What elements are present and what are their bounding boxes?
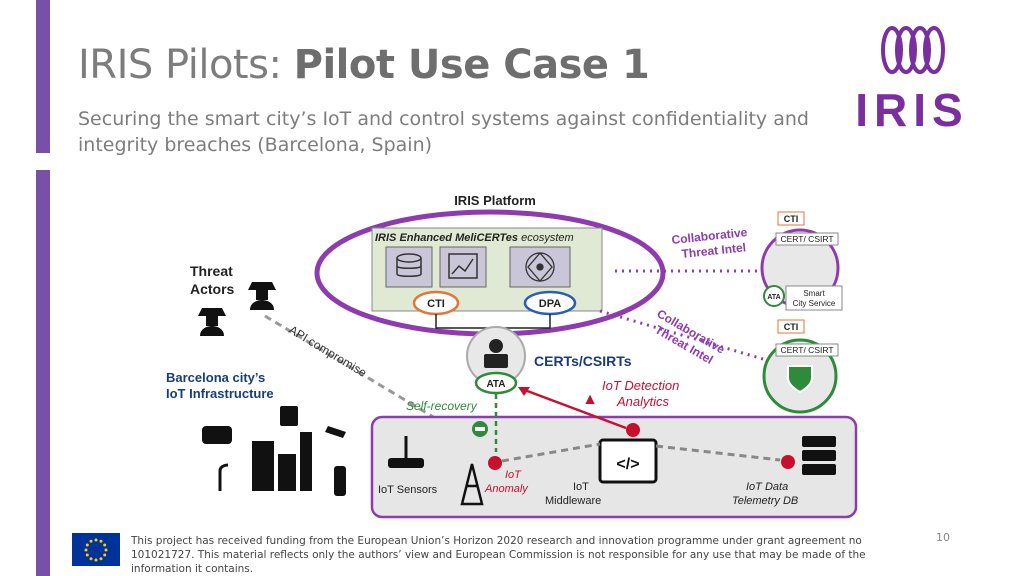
platform-title: IRIS Platform xyxy=(454,193,536,208)
database-icon-box xyxy=(385,246,433,288)
data-flow-arrow-2 xyxy=(655,444,781,462)
cti-connector xyxy=(435,314,496,329)
iot-anomaly-line2: Anomaly xyxy=(484,483,529,495)
partner-top-ata xyxy=(763,285,785,307)
ecosystem-label: IRIS Enhanced MeliCERTes ecosystem xyxy=(375,232,574,244)
shield-icon xyxy=(787,365,813,394)
iot-data-line1: IoT Data xyxy=(746,481,788,493)
logo-ring-2 xyxy=(895,26,917,74)
bus-icon xyxy=(202,426,232,444)
page-number: 10 xyxy=(936,531,950,544)
certs-label: CERTs/CSIRTs xyxy=(534,353,632,369)
analytics-icon xyxy=(448,253,478,279)
database-icon xyxy=(396,253,422,277)
analyst-icon xyxy=(484,339,508,368)
logo-ring-1 xyxy=(881,26,903,74)
dpa-label: DPA xyxy=(539,298,561,310)
accent-bar-top xyxy=(36,0,50,153)
partner-top-ata-label: ATA xyxy=(767,294,780,301)
detection-line2: Analytics xyxy=(616,394,670,409)
city-icons xyxy=(202,406,346,496)
smart-city-line2: City Service xyxy=(793,299,836,308)
iot-middleware-line2: Middleware xyxy=(545,495,601,507)
threat-actors-line1: Threat xyxy=(190,263,233,279)
network-icon xyxy=(525,252,555,282)
api-compromise-label: API compromise xyxy=(286,323,369,381)
collab-top-line2: Threat Intel xyxy=(681,240,747,261)
street-lamp-icon xyxy=(218,463,229,491)
middleware-code-icon: </> xyxy=(616,456,639,473)
barcelona-line1: Barcelona city’s xyxy=(166,370,265,385)
cti-label: CTI xyxy=(427,298,445,310)
buildings-icon xyxy=(252,441,274,491)
logo-text: IRIS xyxy=(855,84,968,133)
smart-city-line1: Smart xyxy=(803,289,825,298)
anomaly-dot xyxy=(488,456,502,470)
traffic-light-icon xyxy=(334,466,346,496)
analytics-icon-box xyxy=(439,246,487,288)
iot-sensor-icon xyxy=(388,436,424,468)
server-icon xyxy=(802,436,836,475)
logo-ring-3 xyxy=(909,26,931,74)
pilot-diagram: IRIS Platform IRIS Enhanced MeliCERTes e… xyxy=(166,193,858,519)
display-icon xyxy=(280,406,298,426)
ata-label: ATA xyxy=(486,379,505,390)
page-subtitle: Securing the smart city’s IoT and contro… xyxy=(78,108,809,156)
funding-disclaimer: This project has received funding from t… xyxy=(131,535,866,575)
accent-bar-bottom xyxy=(36,170,50,576)
data-flow-arrow-1 xyxy=(501,442,601,463)
middleware-dot xyxy=(626,423,640,437)
middleware-icon xyxy=(598,438,658,484)
ecosystem-label-bold: IRIS Enhanced MeliCERTes xyxy=(375,232,518,244)
page-title: IRIS Pilots: Pilot Use Case 1 xyxy=(78,42,650,88)
detection-line1: IoT Detection xyxy=(602,378,679,393)
partner-top-cert: CERT/ CSIRT xyxy=(780,234,833,244)
telemetry-dot xyxy=(781,455,795,469)
title-bold: Pilot Use Case 1 xyxy=(293,42,650,88)
title-prefix: IRIS Pilots: xyxy=(78,42,294,88)
partner-top-cti: CTI xyxy=(784,214,799,224)
ata-pill xyxy=(474,371,518,395)
barcelona-line2: IoT Infrastructure xyxy=(166,386,274,401)
eu-flag-icon xyxy=(72,533,120,566)
ecosystem-label-rest: ecosystem xyxy=(518,232,574,244)
iris-logo: IRIS xyxy=(855,26,968,133)
dpa-connector xyxy=(496,314,551,329)
tower-icon xyxy=(460,463,484,506)
warning-icon: ▲ xyxy=(582,391,598,408)
camera-icon xyxy=(325,426,346,438)
iot-anomaly-line1: IoT xyxy=(505,469,522,481)
iot-data-line2: Telemetry DB xyxy=(732,495,798,507)
iot-middleware-line1: IoT xyxy=(573,481,589,493)
partner-bottom-cert: CERT/ CSIRT xyxy=(780,345,833,355)
logo-ring-4 xyxy=(923,26,945,74)
iot-sensors-label: IoT Sensors xyxy=(378,484,438,496)
detection-arrowhead xyxy=(518,387,530,396)
hacker-icon xyxy=(198,282,276,336)
threat-actors-line2: Actors xyxy=(190,281,235,297)
self-recovery-label: Self-recovery xyxy=(406,399,478,413)
partner-bottom-cti: CTI xyxy=(784,322,799,332)
detection-arrow xyxy=(521,387,627,430)
